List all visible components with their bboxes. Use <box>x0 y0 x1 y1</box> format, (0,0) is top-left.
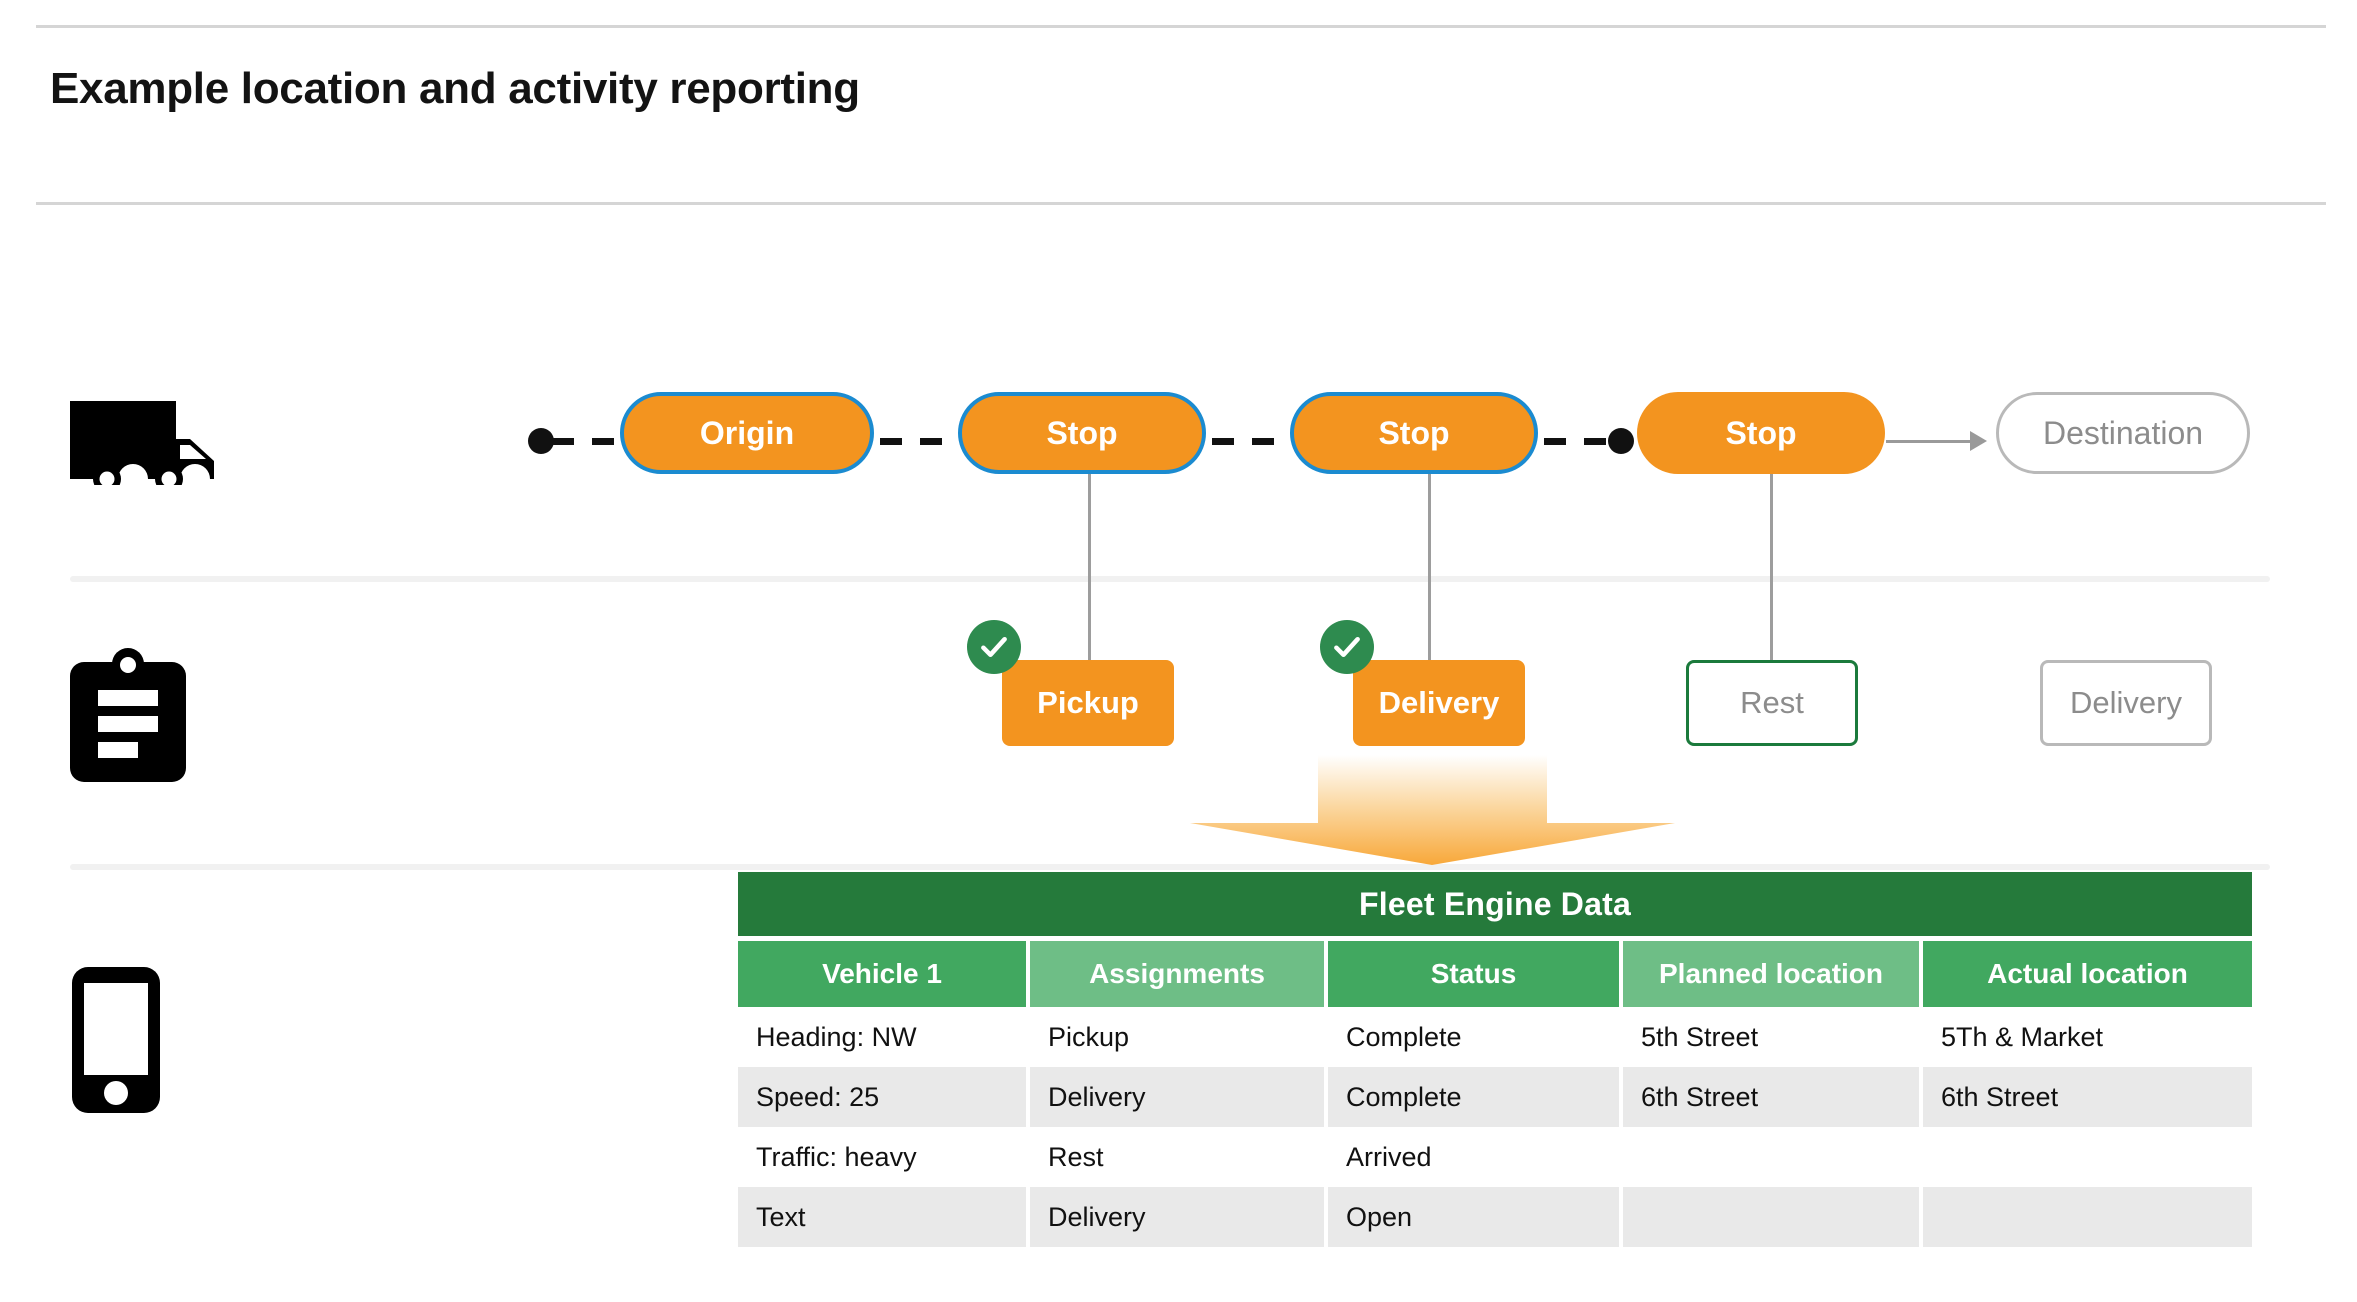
route-dash-4 <box>1544 438 1610 445</box>
table-row: Heading: NW Pickup Complete 5th Street 5… <box>738 1007 2252 1067</box>
route-node-label: Stop <box>1725 414 1797 451</box>
cell-vehicle: Text <box>738 1187 1030 1247</box>
route-node-destination[interactable]: Destination <box>1996 392 2250 474</box>
table-row: Traffic: heavy Rest Arrived <box>738 1127 2252 1187</box>
header-top-rule <box>36 25 2326 28</box>
table-row: Text Delivery Open <box>738 1187 2252 1247</box>
route-node-origin[interactable]: Origin <box>620 392 874 474</box>
column-header-actual-location[interactable]: Actual location <box>1923 941 2252 1007</box>
route-node-label: Stop <box>1378 414 1450 451</box>
data-flow-arrow-icon <box>1190 755 1675 865</box>
check-icon <box>1334 636 1360 658</box>
cell-assignment: Delivery <box>1030 1067 1328 1127</box>
cell-planned-location: 5th Street <box>1623 1007 1923 1067</box>
cell-status: Open <box>1328 1187 1623 1247</box>
route-dash-3 <box>1212 438 1288 445</box>
activity-label: Rest <box>1740 685 1804 720</box>
cell-vehicle: Heading: NW <box>738 1007 1030 1067</box>
fleet-table-title: Fleet Engine Data <box>738 872 2252 936</box>
activity-delivery-complete[interactable]: Delivery <box>1353 660 1525 746</box>
cell-actual-location: 6th Street <box>1941 1081 2059 1112</box>
check-icon <box>981 636 1007 658</box>
connector-stop1-pickup <box>1088 474 1091 662</box>
delivery-complete-check-icon <box>1320 620 1374 674</box>
cell-actual-location <box>1923 1187 2252 1247</box>
connector-stop3-rest <box>1770 474 1773 662</box>
column-header-status[interactable]: Status <box>1328 941 1623 1007</box>
route-node-label: Origin <box>699 414 795 451</box>
activity-label: Delivery <box>2070 685 2182 720</box>
phone-icon <box>72 967 160 1113</box>
pickup-complete-check-icon <box>967 620 1021 674</box>
cell-status: Arrived <box>1328 1127 1623 1187</box>
activity-label: Pickup <box>1037 685 1139 720</box>
cell-planned-location <box>1623 1127 1923 1187</box>
clipboard-icon <box>70 648 186 782</box>
route-arrow-line <box>1886 440 1972 443</box>
activity-delivery-open[interactable]: Delivery <box>2040 660 2212 746</box>
table-row: Speed: 25 Delivery Complete 6th Street 6… <box>738 1067 2252 1127</box>
activity-rest[interactable]: Rest <box>1686 660 1858 746</box>
route-node-stop-3[interactable]: Stop <box>1637 392 1885 474</box>
cell-planned-location: 6th Street <box>1623 1067 1923 1127</box>
cell-assignment: Pickup <box>1030 1007 1328 1067</box>
route-dash-1 <box>552 438 620 445</box>
fleet-engine-table: Fleet Engine Data Vehicle 1 Assignments … <box>738 872 2252 1247</box>
cell-planned-location <box>1623 1187 1923 1247</box>
route-mid-dot <box>1608 428 1634 454</box>
route-node-stop-1[interactable]: Stop <box>958 392 1206 474</box>
connector-stop2-delivery <box>1428 474 1431 662</box>
fleet-table-header-row: Vehicle 1 Assignments Status Planned loc… <box>738 941 2252 1007</box>
row-divider-activity-device <box>70 864 2270 870</box>
cell-assignment: Delivery <box>1030 1187 1328 1247</box>
cell-vehicle: Speed: 25 <box>738 1067 1030 1127</box>
cell-status: Complete <box>1328 1067 1623 1127</box>
page-title: Example location and activity reporting <box>50 64 860 113</box>
cell-actual-location: 5Th & Market <box>1941 1021 2104 1052</box>
cell-status: Complete <box>1328 1007 1623 1067</box>
truck-icon <box>70 401 214 485</box>
route-start-dot <box>528 428 554 454</box>
column-header-planned-location[interactable]: Planned location <box>1623 941 1923 1007</box>
column-header-assignments[interactable]: Assignments <box>1030 941 1328 1007</box>
route-node-label: Destination <box>2042 414 2204 451</box>
activity-label: Delivery <box>1378 685 1500 720</box>
column-header-vehicle[interactable]: Vehicle 1 <box>738 941 1030 1007</box>
header-bottom-rule <box>36 202 2326 205</box>
route-arrow-head <box>1970 431 1987 451</box>
cell-actual-location <box>1923 1127 2252 1187</box>
row-divider-vehicle-activity <box>70 576 2270 582</box>
route-node-stop-2[interactable]: Stop <box>1290 392 1538 474</box>
route-node-label: Stop <box>1046 414 1118 451</box>
activity-pickup[interactable]: Pickup <box>1002 660 1174 746</box>
cell-assignment: Rest <box>1030 1127 1328 1187</box>
cell-vehicle: Traffic: heavy <box>738 1127 1030 1187</box>
route-dash-2 <box>880 438 960 445</box>
